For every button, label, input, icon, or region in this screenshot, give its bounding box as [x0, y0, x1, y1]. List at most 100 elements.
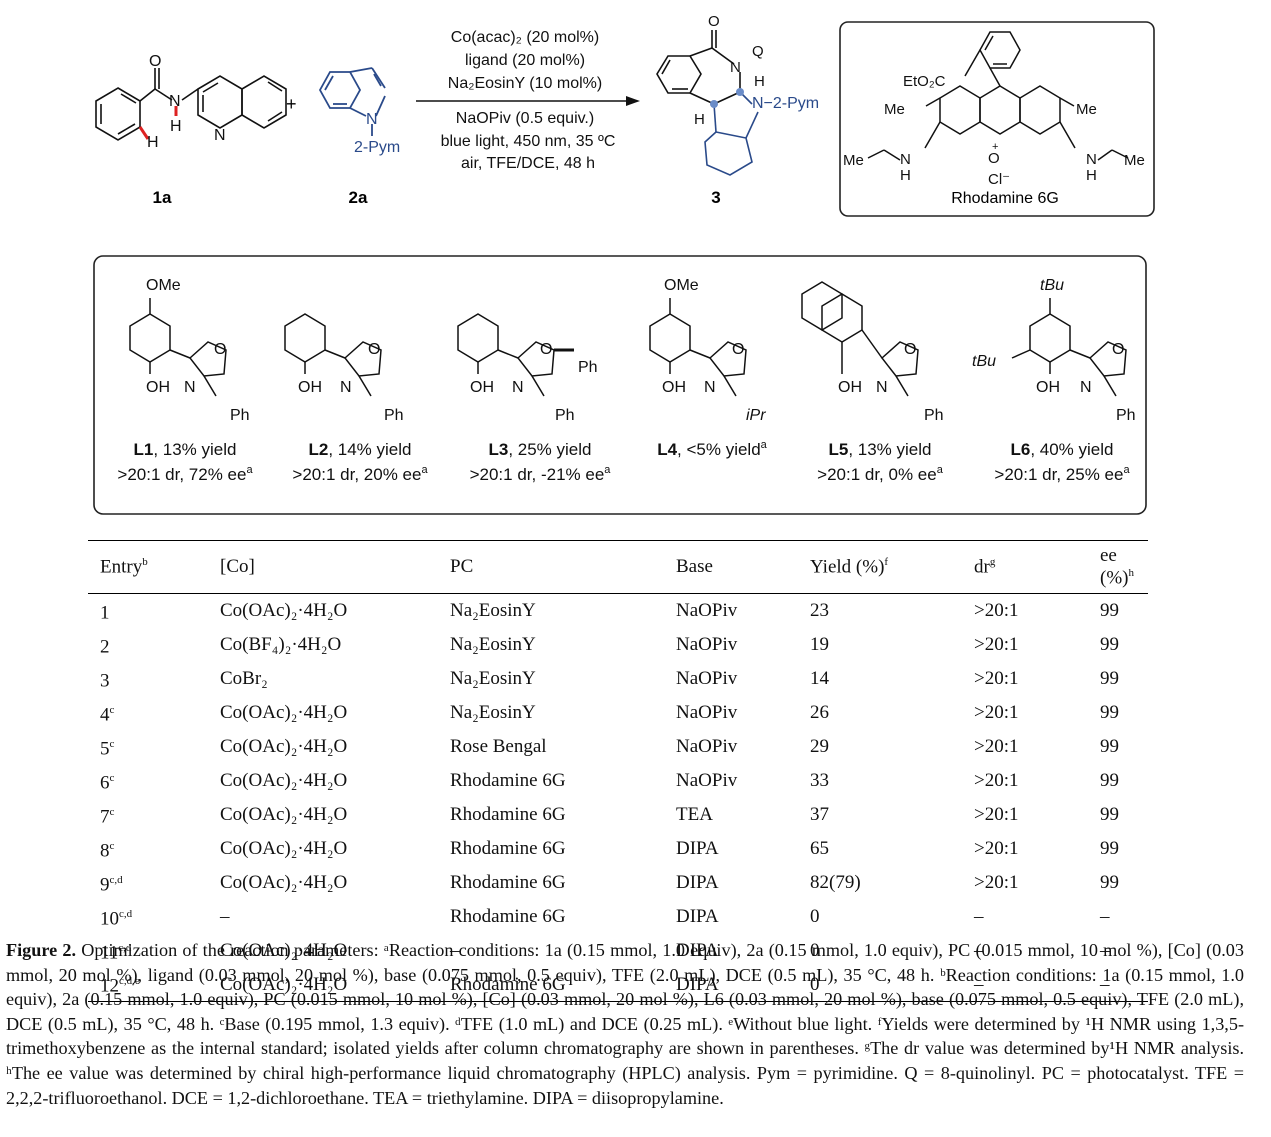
- ligand-structure-l4: [649, 298, 747, 397]
- reactant-2-substituent: 2-Pym: [354, 139, 400, 156]
- cell-cobalt: Co(OAc)₂·4H₂O: [220, 736, 348, 758]
- cell-entry: 9c,d: [100, 873, 123, 896]
- rh6g-nme-left: Me: [843, 152, 864, 169]
- header-yield: Yield (%)f: [798, 539, 962, 595]
- svg-text:H: H: [147, 134, 159, 151]
- svg-text:O: O: [149, 53, 161, 70]
- product-label: 3: [711, 188, 720, 207]
- cell-entry: 2: [100, 636, 110, 658]
- l6-side-substituent: tBu: [972, 353, 996, 370]
- svg-text:O: O: [368, 341, 380, 358]
- condition-below-3: air, TFE/DCE, 48 h: [461, 155, 595, 172]
- reactant-2-label: 2a: [349, 188, 368, 207]
- svg-text:O: O: [540, 341, 552, 358]
- cell-entry: 5c: [100, 738, 115, 760]
- condition-below-1: NaOPiv (0.5 equiv.): [456, 110, 594, 127]
- cell-entry: 12c,d,e: [88, 967, 208, 1003]
- svg-text:O: O: [988, 150, 1000, 167]
- ligand-structure-l2: [284, 313, 382, 397]
- optimization-table: Entryb [Co] PC Base Yield (%)f drg ee (%…: [88, 539, 1148, 1003]
- cell-yield: 26: [810, 702, 829, 724]
- svg-text:N: N: [876, 379, 888, 396]
- cell-photocatalyst: Rose Bengal: [450, 736, 547, 758]
- cell-yield: 29: [810, 736, 829, 758]
- table-header-row: Entryb [Co] PC Base Yield (%)f drg ee (%…: [88, 539, 1148, 595]
- cell-entry: 3: [100, 670, 110, 692]
- cell-ee: –: [1100, 939, 1110, 961]
- cell-base: DIPA: [676, 939, 719, 961]
- cell-ee: –: [1088, 967, 1148, 1003]
- cell-dr: >20:1: [974, 736, 1019, 758]
- cell-yield: 65: [810, 837, 829, 859]
- cell-cobalt: Co(OAc)₂·4H₂O: [220, 804, 348, 826]
- cell-ee: 99: [1100, 702, 1119, 724]
- ligand-l2-result: L2, 14% yield: [308, 440, 411, 459]
- cell-entry: 4c: [100, 704, 115, 726]
- svg-text:N: N: [704, 379, 716, 396]
- cell-photocatalyst: –: [450, 939, 460, 961]
- cell-entry: 7c: [100, 805, 115, 828]
- cell-dr: >20:1: [974, 804, 1019, 826]
- plus-sign: +: [286, 94, 297, 114]
- photocatalyst-box: [839, 21, 1155, 217]
- cell-dr: >20:1: [974, 668, 1019, 690]
- cell-ee: 99: [1100, 871, 1119, 893]
- cell-photocatalyst: Rhodamine 6G: [450, 905, 566, 927]
- cell-yield: 33: [810, 770, 829, 792]
- reaction-scheme: O N H H N 1a + N 2-Pym 2a Co(acac)₂ (20 …: [95, 13, 1155, 217]
- svg-text:H: H: [694, 111, 705, 128]
- cell-base: DIPA: [664, 967, 798, 1003]
- cell-photocatalyst: Rhodamine 6G: [450, 804, 566, 826]
- cell-photocatalyst: Na₂EosinY: [450, 600, 536, 622]
- ligand-l2-selectivity: >20:1 dr, 20% eea: [292, 464, 428, 484]
- cell-cobalt: Co(OAc)₂·4H₂O: [220, 702, 348, 724]
- ligand-l6-selectivity: >20:1 dr, 25% eea: [994, 464, 1130, 484]
- svg-text:OH: OH: [1036, 379, 1060, 396]
- header-base: Base: [664, 539, 798, 595]
- cell-entry: 6c: [100, 771, 115, 794]
- ligand-structure-l3: [457, 313, 574, 397]
- l2-stereo-substituent: Ph: [384, 407, 404, 424]
- ligand-box: [93, 255, 1147, 515]
- optimization-table-wrapper: Entryb [Co] PC Base Yield (%)f drg ee (%…: [88, 539, 1148, 1003]
- cell-entry: 8c: [100, 839, 115, 862]
- svg-text:OH: OH: [298, 379, 322, 396]
- svg-text:H: H: [1086, 167, 1097, 184]
- cell-yield: 37: [810, 804, 829, 826]
- svg-text:O: O: [708, 13, 720, 30]
- header-dr: drg: [962, 539, 1088, 595]
- ligand-l1-result: L1, 13% yield: [133, 440, 236, 459]
- cell-photocatalyst: Na₂EosinY: [450, 668, 536, 690]
- cell-base: NaOPiv: [676, 702, 738, 724]
- svg-text:N: N: [184, 379, 196, 396]
- cell-cobalt: Co(OAc)₂·4H₂O: [220, 770, 348, 792]
- svg-text:N: N: [730, 59, 741, 76]
- cell-ee: –: [1100, 905, 1110, 927]
- cell-photocatalyst: Rhodamine 6G: [450, 837, 566, 859]
- figure-caption: Figure 2. Optimization of the reaction p…: [6, 938, 1244, 1110]
- cell-photocatalyst: Na₂EosinY: [450, 702, 536, 724]
- cell-entry: 1: [100, 602, 110, 624]
- l6-top-substituent: tBu: [1040, 277, 1064, 294]
- cell-cobalt: Co(OAc)₂·4H₂O: [220, 939, 348, 961]
- l4-top-substituent: OMe: [664, 277, 699, 294]
- cell-ee: 99: [1100, 770, 1119, 792]
- svg-text:N: N: [1080, 379, 1092, 396]
- cell-base: TEA: [676, 804, 713, 826]
- reaction-arrow: [416, 96, 640, 106]
- ligand-l1-selectivity: >20:1 dr, 72% eea: [117, 464, 253, 484]
- cell-dr: –: [974, 939, 984, 961]
- cell-yield: 14: [810, 668, 829, 690]
- cell-dr: >20:1: [974, 837, 1019, 859]
- condition-above-2: ligand (20 mol%): [465, 52, 585, 69]
- svg-text:H: H: [170, 118, 182, 135]
- cell-base: DIPA: [676, 905, 719, 927]
